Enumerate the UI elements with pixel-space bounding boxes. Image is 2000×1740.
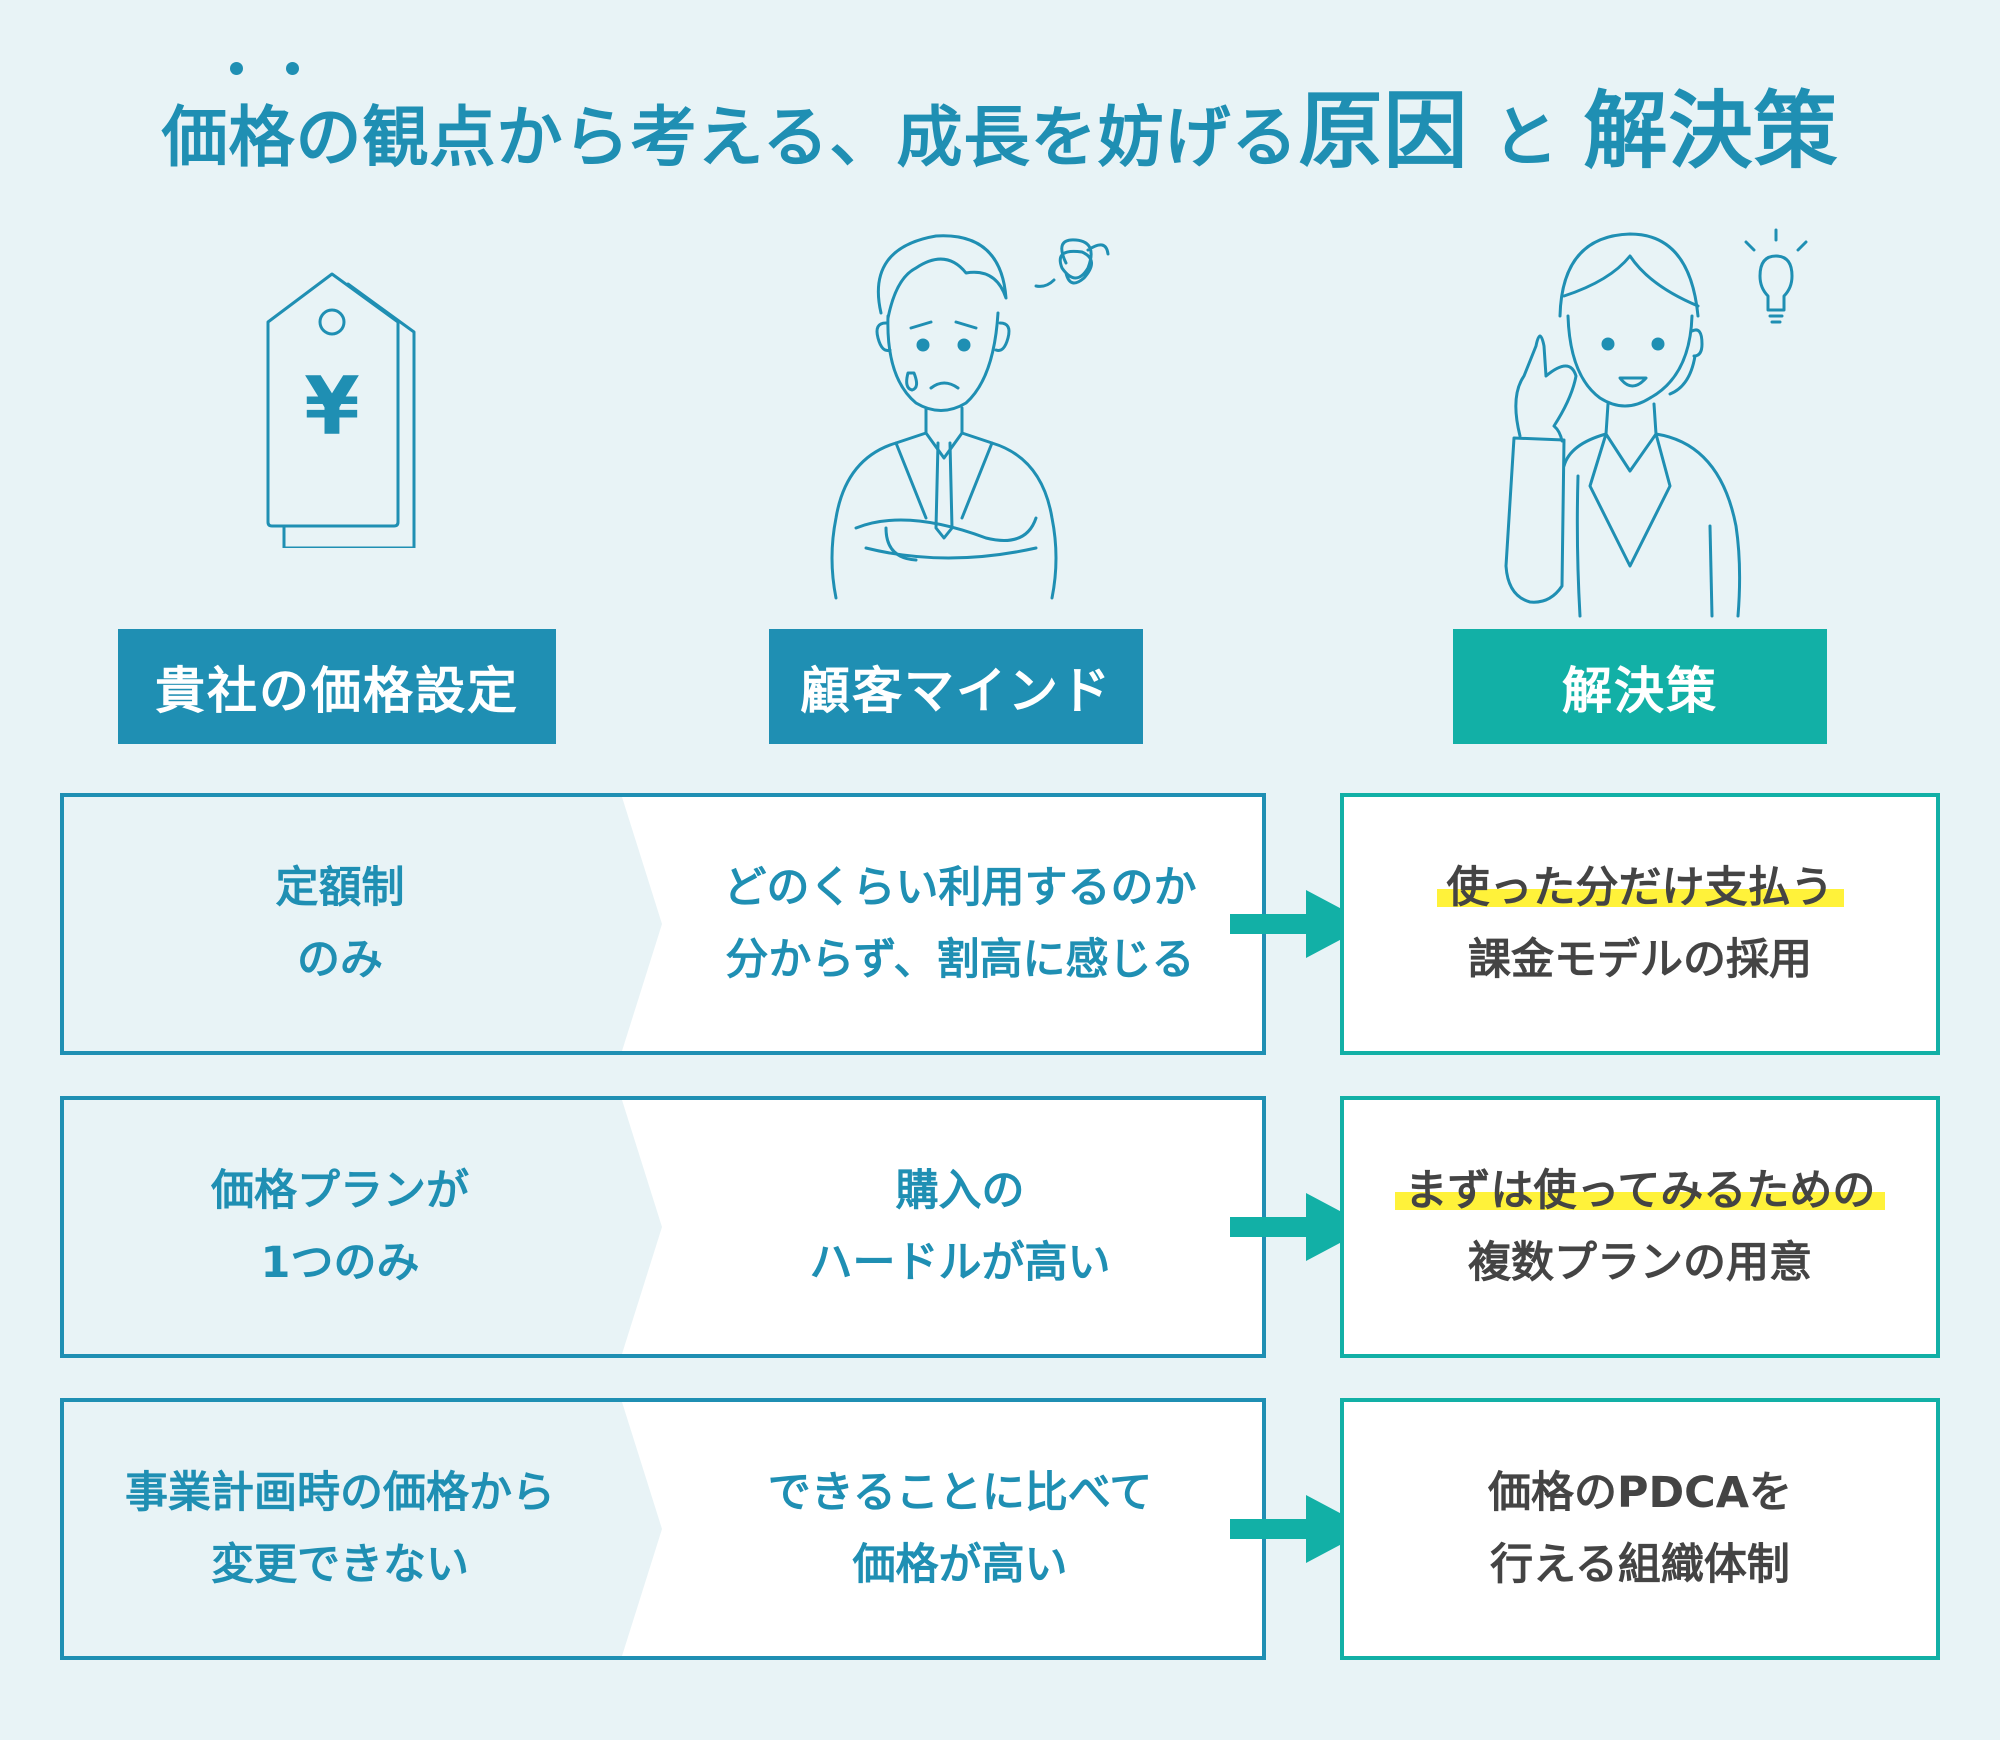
solution-text: 課金モデルの採用 bbox=[1468, 935, 1812, 985]
pricing-cell: 価格プランが 1つのみ bbox=[211, 1166, 469, 1288]
arrow-right-icon bbox=[1230, 890, 1370, 958]
title-main: 価格の観点から考える、成長を妨げる bbox=[161, 99, 1299, 176]
row-divider bbox=[622, 1402, 1262, 1656]
row-divider bbox=[622, 797, 1262, 1051]
header-solution: 解決策 bbox=[1453, 629, 1827, 744]
solution-highlight: 使った分だけ支払う bbox=[1436, 863, 1844, 913]
solution-card-2: まずは使ってみるための 複数プランの用意 bbox=[1340, 1096, 1940, 1358]
title-solution: 解決策 bbox=[1583, 82, 1839, 180]
emphasis-dots bbox=[224, 62, 304, 82]
solution-card-1: 使った分だけ支払う 課金モデルの採用 bbox=[1340, 793, 1940, 1055]
price-tag-icon: ¥ bbox=[240, 268, 440, 548]
row-2: 価格プランが 1つのみ 購入の ハードルが高い bbox=[60, 1096, 1266, 1358]
header-pricing: 貴社の価格設定 bbox=[118, 629, 556, 744]
yen-symbol: ¥ bbox=[304, 360, 360, 453]
row-3: 事業計画時の価格から 変更できない できることに比べて 価格が高い bbox=[60, 1398, 1266, 1660]
mindset-cell: どのくらい利用するのか 分からず、割高に感じる bbox=[723, 863, 1197, 985]
solution-text: 行える組織体制 bbox=[1490, 1540, 1790, 1590]
row-divider bbox=[622, 1100, 1262, 1354]
title-and: と bbox=[1492, 99, 1560, 176]
solution-highlight: まずは使ってみるための bbox=[1394, 1166, 1886, 1216]
pricing-cell: 事業計画時の価格から 変更できない bbox=[125, 1468, 555, 1590]
pricing-cell: 定額制 のみ bbox=[275, 863, 405, 985]
title-cause: 原因 bbox=[1298, 82, 1469, 180]
mindset-cell: できることに比べて 価格が高い bbox=[767, 1468, 1153, 1590]
arrow-right-icon bbox=[1230, 1495, 1370, 1563]
solution-card-3: 価格のPDCAを 行える組織体制 bbox=[1340, 1398, 1940, 1660]
row-1: 定額制 のみ どのくらい利用するのか 分からず、割高に感じる bbox=[60, 793, 1266, 1055]
arrow-right-icon bbox=[1230, 1193, 1370, 1261]
solution-text-line1: 価格のPDCAを bbox=[1487, 1468, 1793, 1518]
solution-text: 複数プランの用意 bbox=[1468, 1238, 1812, 1288]
header-mindset: 顧客マインド bbox=[769, 629, 1143, 744]
mindset-cell: 購入の ハードルが高い bbox=[809, 1166, 1111, 1288]
woman-idea-icon bbox=[1480, 226, 1820, 626]
worried-man-icon bbox=[826, 228, 1126, 608]
page-title: 価格の観点から考える、成長を妨げる原因 と 解決策 bbox=[0, 64, 2000, 185]
